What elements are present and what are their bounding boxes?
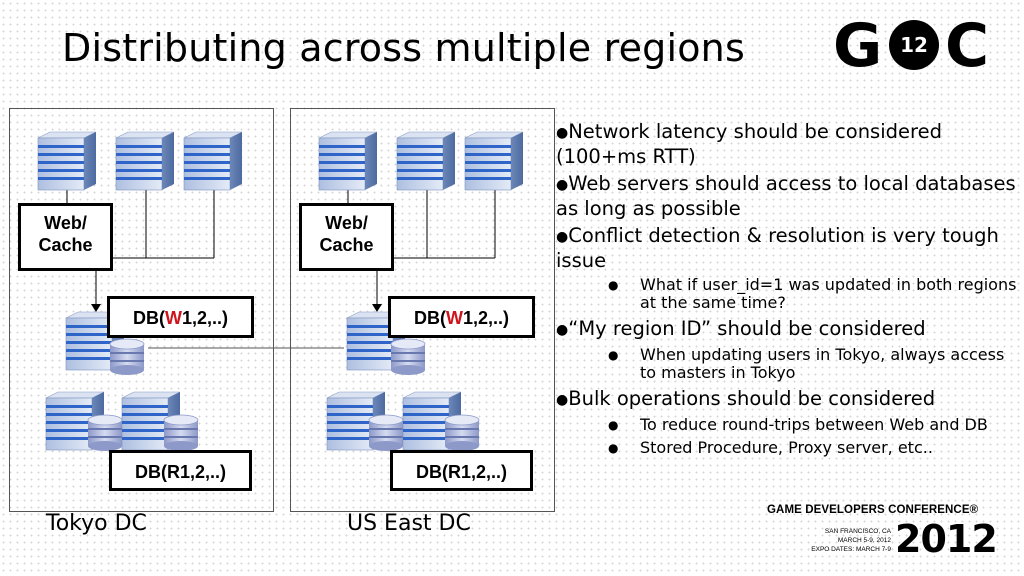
bullet-dot-icon: ● (556, 392, 569, 408)
db-suffix: 1,2,..) (181, 308, 229, 328)
logo-letter-c: C (945, 11, 990, 81)
gdc-2012-logo: GAME DEVELOPERS CONFERENCE® SAN FRANCISC… (767, 504, 998, 564)
db-master-disk-tokyo (109, 338, 145, 376)
conference-location: SAN FRANCISCO, CA (824, 528, 891, 535)
bullet-dot-icon: ● (556, 125, 569, 141)
db-slave-text: DB(R1,2,..) (134, 462, 226, 482)
region-box-tokyo (9, 108, 274, 512)
arrow-us-east (372, 304, 382, 312)
expo-dates: EXPO DATES: MARCH 7-9 (811, 546, 891, 553)
sub-bullet-item: ● To reduce round-trips between Web and D… (556, 416, 1021, 434)
db-slave-disk-tokyo-1 (87, 414, 123, 452)
bullet-dot-icon: ● (556, 177, 569, 193)
sub-bullet-text: Stored Procedure, Proxy server, etc.. (640, 438, 933, 457)
sub-bullet-text: When updating users in Tokyo, always acc… (640, 345, 1005, 382)
db-prefix: DB( (413, 308, 446, 328)
region-box-us-east (290, 108, 555, 512)
sub-bullet-dot-icon: ● (608, 418, 619, 432)
web-server-tokyo-3 (183, 131, 243, 191)
bullet-item: ●Web servers should access to local data… (556, 172, 1021, 220)
db-master-label-us-east: DB(W1,2,..) (388, 296, 535, 338)
bullet-item: ●Bulk operations should be considered (556, 387, 1021, 412)
bullet-item: ●Network latency should be considered (1… (556, 120, 1021, 168)
bullet-dot-icon: ● (556, 229, 569, 245)
web-label-line2: Cache (38, 235, 93, 255)
conference-name: GAME DEVELOPERS CONFERENCE® (767, 504, 979, 516)
db-prefix: DB( (132, 308, 165, 328)
sub-bullet-item: ● Stored Procedure, Proxy server, etc.. (556, 439, 1021, 457)
web-server-us-3 (464, 131, 524, 191)
slide-title: Distributing across multiple regions (62, 26, 745, 70)
logo-number-12: 12 (889, 20, 939, 70)
web-server-tokyo-2 (115, 131, 175, 191)
conference-year: 2012 (895, 517, 998, 561)
web-cache-label-tokyo: Web/ Cache (18, 203, 113, 271)
web-label-line2: Cache (319, 235, 374, 255)
web-server-tokyo-1 (37, 131, 97, 191)
region-label-tokyo: Tokyo DC (46, 511, 147, 536)
arrow-tokyo (91, 304, 101, 312)
db-slave-disk-us-1 (368, 414, 404, 452)
bullet-text: Conflict detection & resolution is very … (556, 224, 999, 272)
sub-bullet-dot-icon: ● (608, 348, 619, 362)
db-slave-disk-tokyo-2 (163, 414, 199, 452)
sub-bullet-dot-icon: ● (608, 278, 619, 292)
web-cache-label-us-east: Web/ Cache (299, 203, 394, 271)
bullet-text: Bulk operations should be considered (568, 387, 936, 410)
bullet-text: Network latency should be considered (10… (556, 120, 942, 168)
web-server-us-1 (318, 131, 378, 191)
bullet-item: ●Conflict detection & resolution is very… (556, 224, 1021, 272)
db-suffix: 1,2,..) (462, 308, 510, 328)
web-server-us-2 (396, 131, 456, 191)
bullet-text: “My region ID” should be considered (568, 317, 926, 340)
sub-bullet-text: What if user_id=1 was updated in both re… (640, 275, 1017, 312)
db-slave-label-us-east: DB(R1,2,..) (390, 450, 533, 491)
region-label-us-east: US East DC (347, 511, 471, 536)
db-master-label-tokyo: DB(W1,2,..) (107, 296, 254, 338)
logo-letter-g: G (833, 11, 883, 81)
bullet-dot-icon: ● (556, 322, 569, 338)
gdc-12-logo: G 12 C (833, 11, 999, 81)
db-slave-disk-us-2 (444, 414, 480, 452)
db-slave-label-tokyo: DB(R1,2,..) (109, 450, 252, 491)
sub-bullet-item: ● When updating users in Tokyo, always ac… (556, 346, 1021, 382)
db-write-marker: W (445, 308, 463, 328)
db-master-disk-us (390, 338, 426, 376)
sub-bullet-dot-icon: ● (608, 441, 619, 455)
web-label-line1: Web/ (325, 213, 368, 233)
sub-bullet-item: ● What if user_id=1 was updated in both r… (556, 276, 1021, 312)
bullet-item: ●“My region ID” should be considered (556, 317, 1021, 342)
db-write-marker: W (164, 308, 182, 328)
db-slave-text: DB(R1,2,..) (415, 462, 507, 482)
conference-dates: MARCH 5-9, 2012 (837, 537, 891, 544)
bullet-text: Web servers should access to local datab… (556, 172, 1016, 220)
sub-bullet-text: To reduce round-trips between Web and DB (640, 415, 988, 434)
bullet-list: ●Network latency should be considered (1… (556, 120, 1021, 462)
web-label-line1: Web/ (44, 213, 87, 233)
